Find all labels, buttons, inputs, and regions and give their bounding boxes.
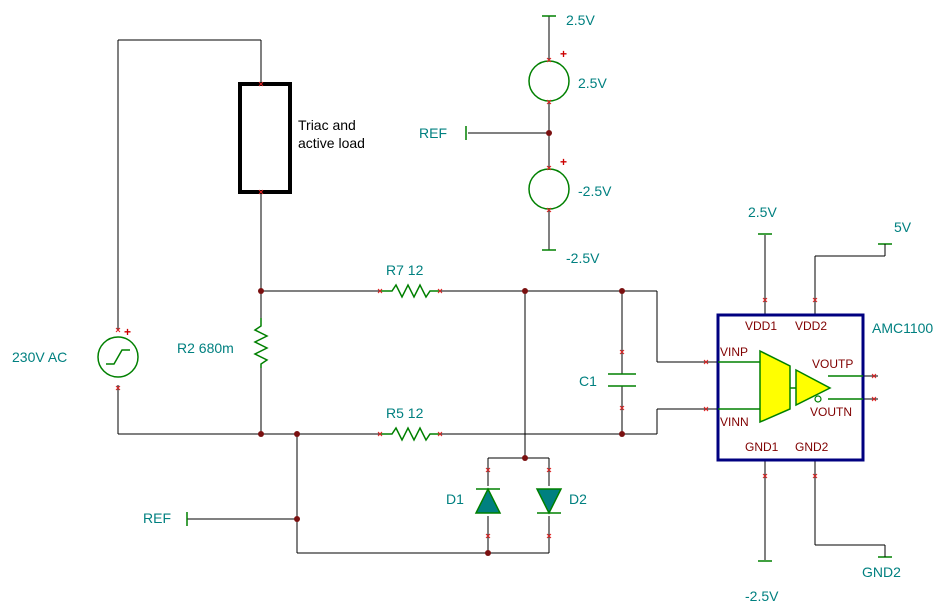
label-r2: R2 680m [177,340,234,356]
pin-voutp: VOUTP [812,357,853,371]
pin-vdd1: VDD1 [745,319,777,333]
label-bottom-supply: -2.5V [566,250,600,266]
label-r7: R7 12 [386,262,424,278]
voltage-source-neg: + [528,155,570,210]
label-top-supply: 2.5V [566,12,595,28]
output-buffer [795,368,832,407]
src-pos-plus: + [560,47,567,61]
label-vdd1-supply: 2.5V [748,204,777,220]
label-gnd2-supply: GND2 [862,564,901,580]
resistor-r2 [253,318,269,368]
pin-vinp: VINP [720,345,748,359]
supply-terminals [186,15,892,562]
diode-d1 [474,487,502,514]
ac-source: + [97,325,139,378]
label-ac-source: 230V AC [12,349,67,365]
label-d2: D2 [569,491,587,507]
triac-load-block [238,82,292,194]
pin-vinn: VINN [720,415,749,429]
ac-source-plus: + [124,325,131,339]
label-gnd1-supply: -2.5V [745,588,779,604]
label-ref-top: REF [419,125,447,141]
capacitor-c1 [608,373,636,387]
pin-gnd2: GND2 [795,440,829,454]
label-load-line2: active load [298,135,365,151]
label-amc-name: AMC1100 [872,320,933,336]
pin-markers [115,57,877,539]
label-load-line1: Triac and [298,117,356,133]
wires [117,16,885,560]
amc1100-chip [716,313,865,462]
src-neg-plus: + [560,155,567,169]
label-d1: D1 [446,491,464,507]
resistor-r7 [380,283,440,299]
isolation-amplifier [759,349,791,424]
pin-vdd2: VDD2 [795,319,827,333]
diode-d2 [535,488,563,515]
label-c1: C1 [579,373,597,389]
label-r5: R5 12 [386,405,424,421]
voltage-source-pos: + [528,47,570,102]
pin-gnd1: GND1 [745,440,779,454]
label-src-pos: 2.5V [578,75,607,91]
pin-voutn: VOUTN [810,405,852,419]
junctions [258,130,625,556]
label-ref-bottom: REF [143,510,171,526]
label-vdd2-supply: 5V [894,219,912,235]
resistor-r5 [380,426,440,442]
label-src-neg: -2.5V [578,183,612,199]
